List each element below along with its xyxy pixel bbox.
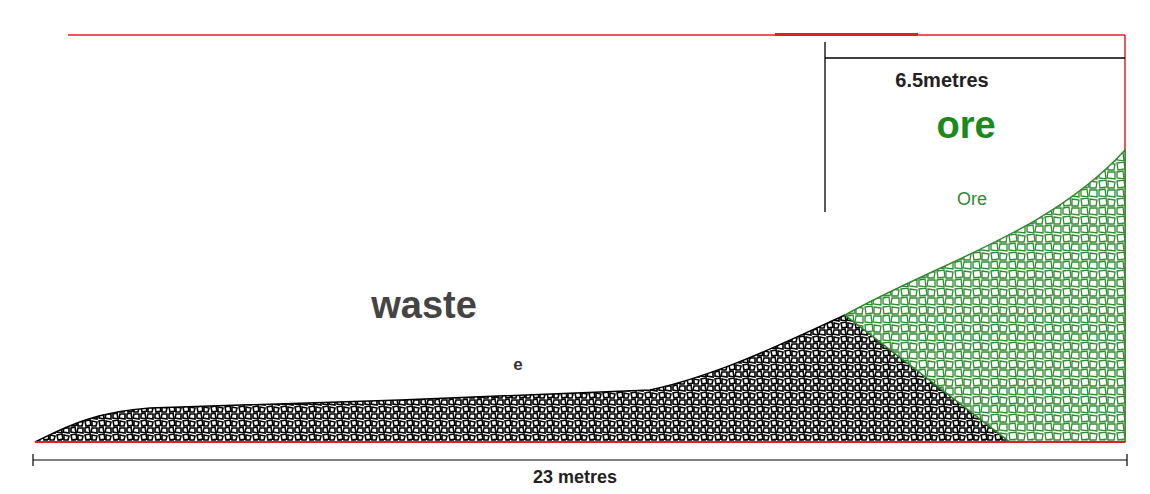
- dimension-line: [825, 57, 1125, 58]
- dimension-label: 23 metres: [533, 468, 617, 488]
- region-label: waste: [371, 285, 477, 327]
- dimension-line: [824, 42, 825, 212]
- region-label: Ore: [957, 190, 987, 210]
- stray-label: e: [513, 356, 522, 375]
- floor-line: [35, 441, 1125, 443]
- boundary-line: [68, 34, 1125, 36]
- ore-pile: [845, 150, 1125, 442]
- dimension-line: [33, 459, 1127, 460]
- dimension-tick: [32, 454, 33, 466]
- region-label: ore: [936, 105, 995, 147]
- boundary-line: [775, 33, 918, 36]
- waste-pile: [35, 315, 1010, 442]
- dimension-tick: [1126, 454, 1127, 466]
- dimension-label: 6.5metres: [895, 69, 988, 91]
